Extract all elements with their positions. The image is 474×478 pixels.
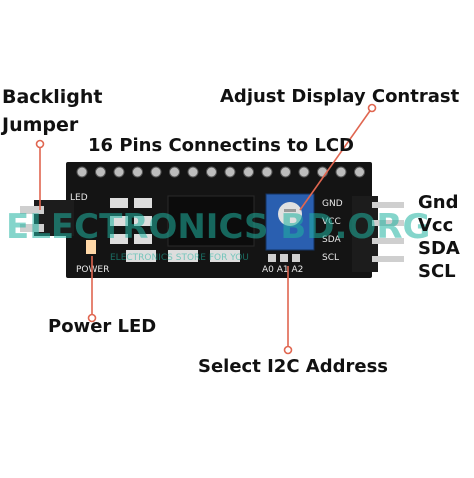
watermark-main: ELECTRONICS BD.ORG [6,207,430,247]
label-vcc: Vcc [418,215,454,236]
label-power-led: Power LED [48,316,157,337]
header-pin [76,166,88,178]
silk-sda: SDA [322,235,341,245]
label-scl: SCL [418,261,456,282]
i2c-header-right [352,196,404,272]
silk-scl: SCL [322,253,339,263]
header-pin [113,166,125,178]
label-contrast: Adjust Display Contrast [220,86,460,107]
header-pin [335,166,347,178]
silk-vcc: VCC [322,217,341,227]
address-pads [268,254,300,262]
power-led [86,240,96,254]
header-pin [354,166,365,178]
label-select-address: Select I2C Address [198,356,389,377]
pointer-lines [39,107,373,350]
backlight-jumper [20,200,74,236]
header-pin [243,166,254,178]
label-sda: SDA [418,238,460,259]
header-pin [150,166,162,178]
header-pin [169,166,180,178]
header-pin [95,166,106,178]
pin-header-top [76,166,365,178]
label-jumper: Jumper [2,114,79,136]
header-pin [261,166,273,178]
silk-led: LED [70,193,88,203]
pointer-dots [35,103,377,355]
header-pin [280,166,291,178]
header-pin [224,166,236,178]
silk-address: A0 A1 A2 [262,265,303,275]
i2c-chip [167,195,255,247]
label-backlight: Backlight [2,86,103,108]
smd-components [110,198,240,262]
contrast-potentiometer [265,193,315,251]
header-pin [206,166,217,178]
silk-gnd: GND [322,199,343,209]
header-pin [132,166,143,178]
header-pin [187,166,199,178]
header-pin [298,166,310,178]
watermark-sub: ELECTRONICS STORE FOR YOU [110,253,249,263]
label-gnd: Gnd [418,192,459,213]
label-pins: 16 Pins Connectins to LCD [88,135,354,156]
